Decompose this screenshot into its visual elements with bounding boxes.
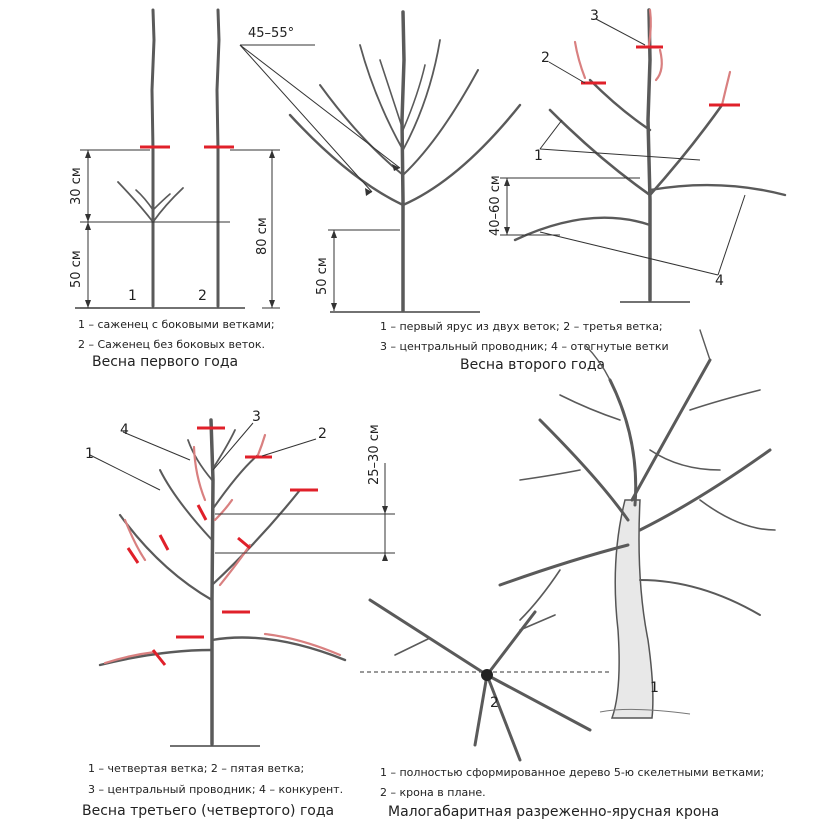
panel-title: Весна третьего (четвертого) года <box>82 803 334 819</box>
label-2: 2 <box>198 288 207 304</box>
label-3: 3 <box>590 8 599 24</box>
dim-80cm: 80 см <box>255 217 270 255</box>
trunk <box>400 10 406 313</box>
panel-bent-branches: 40–60 см 3 2 1 4 <box>488 8 787 303</box>
panel-mature-tree: 2 1 1 – полностью сформированное дерево … <box>360 329 776 820</box>
label-1: 1 <box>85 446 94 462</box>
panel-title: Весна второго года <box>460 357 605 373</box>
panel-first-year: 30 см 50 см 80 см 1 2 1 – саженец с боко… <box>69 8 280 370</box>
trunk <box>646 8 652 302</box>
panel-second-year: 45–55° 50 см 1 – первый ярус из двух вет… <box>239 10 669 373</box>
caption-line-2: 3 – центральный проводник; 4 – отогнутые… <box>380 340 669 353</box>
dim-30cm: 30 см <box>69 167 84 205</box>
mature-tree: 1 <box>498 329 776 719</box>
label-4: 4 <box>120 422 129 438</box>
caption-line-1: 1 – первый ярус из двух веток; 2 – треть… <box>380 320 663 333</box>
cut-mark <box>237 536 251 550</box>
panel-title: Весна первого года <box>92 354 238 370</box>
crown-plan-view: 2 <box>360 598 610 762</box>
cut-mark <box>151 649 167 666</box>
caption-line-2: 2 – крона в плане. <box>380 786 486 799</box>
label-1: 1 <box>128 288 137 304</box>
label-1: 1 <box>650 680 659 696</box>
dim-40-60cm: 40–60 см <box>488 175 503 236</box>
label-3: 3 <box>252 409 261 425</box>
cut-mark <box>158 534 170 551</box>
panel-title: Малогабаритная разреженно-ярусная крона <box>388 804 719 820</box>
caption-line-1: 1 – четвертая ветка; 2 – пятая ветка; <box>88 762 304 775</box>
cut-mark <box>196 504 208 521</box>
label-2: 2 <box>541 50 550 66</box>
seedling-1 <box>117 8 184 308</box>
dim-25-30cm: 25–30 см <box>367 424 382 485</box>
bent-branch <box>513 216 652 242</box>
caption-line-2: 2 – Саженец без боковых веток. <box>78 338 265 351</box>
label-2: 2 <box>490 695 499 711</box>
caption-line-2: 3 – центральный проводник; 4 – конкурент… <box>88 783 343 796</box>
angle-label: 45–55° <box>248 26 294 41</box>
caption-line-1: 1 – полностью сформированное дерево 5-ю … <box>380 766 764 779</box>
bent-branch <box>648 183 787 197</box>
dimension-lines <box>80 149 280 309</box>
label-1: 1 <box>534 148 543 164</box>
seedling-2 <box>204 8 234 308</box>
label-4: 4 <box>715 273 724 289</box>
cut-mark <box>126 547 140 564</box>
label-2: 2 <box>318 426 327 442</box>
dim-50cm: 50 см <box>69 250 84 288</box>
dim-50cm: 50 см <box>315 257 330 295</box>
caption-line-1: 1 – саженец с боковыми ветками; <box>78 318 275 331</box>
panel-third-year: 25–30 см 1 4 3 2 1 – четвертая ветка; 2 … <box>82 409 395 819</box>
